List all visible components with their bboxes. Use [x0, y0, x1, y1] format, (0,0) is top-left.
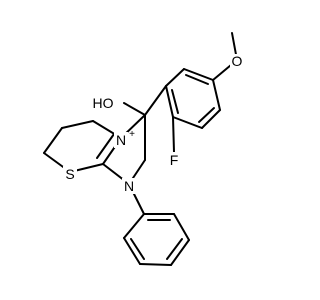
bond-chain-2 [43, 127, 63, 154]
fluorine-mask [168, 152, 180, 168]
bond-aryl-top-5 [201, 109, 221, 129]
hydroxyl-label: HO [93, 95, 114, 111]
ring-nitrogen-label: N [116, 132, 126, 148]
molecule-structure-diagram: O HO N + F S N [43, 32, 244, 266]
bond-c2-ring-n-double [96, 133, 115, 159]
bond-aryl-top-6 [212, 79, 221, 111]
bond-phenyl-2 [123, 237, 141, 265]
bond-phenyl-2-double [130, 238, 145, 260]
bond-phenyl-4-double [166, 238, 183, 260]
methoxy-oxygen-label: O [232, 53, 243, 69]
bond-chain-1 [61, 120, 94, 129]
bond-phenyl-3 [139, 263, 172, 266]
amine-nitrogen-label: N [124, 178, 134, 194]
bond-aryl-top-1-double [185, 74, 209, 85]
atom-label-layer: O HO N + F S N [63, 53, 244, 194]
hydroxyl-mask [89, 96, 117, 112]
bond-aryl-top-3 [165, 85, 174, 118]
bond-quaternary-oh [123, 102, 146, 116]
bond-phenyl-1 [123, 213, 145, 239]
bond-aryl-top-4 [172, 116, 203, 129]
bond-aryl-top-1 [183, 68, 214, 81]
ring-nitrogen-mask [114, 132, 128, 148]
sulfur-label: S [65, 166, 74, 182]
sulfur-mask [63, 166, 77, 182]
bond-aryl-top-2 [165, 68, 185, 87]
amine-nitrogen-mask [122, 178, 136, 194]
bond-phenyl-5 [173, 213, 190, 241]
bond-layer [43, 32, 238, 266]
bond-aryl-quaternary [144, 85, 167, 116]
ring-nitrogen-charge: + [129, 129, 135, 140]
bond-aryl-top-3-double [171, 89, 179, 114]
methoxy-oxygen-mask [230, 54, 244, 68]
bond-c-f [172, 116, 175, 153]
bond-aryl-top-5-double [198, 107, 215, 123]
fluorine-label: F [170, 152, 179, 168]
bond-phenyl-4 [170, 239, 190, 266]
